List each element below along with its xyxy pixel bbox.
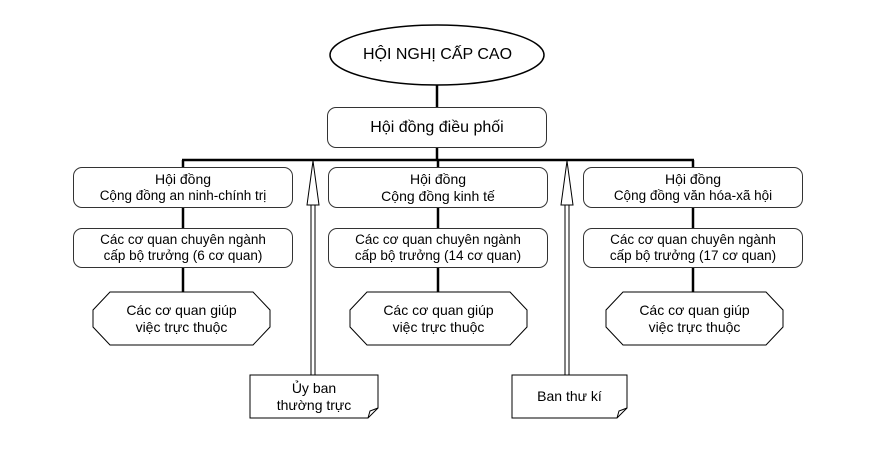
support-node: Các cơ quan giúp việc trực thuộc [93,292,270,345]
agencies-node: Các cơ quan chuyên ngành cấp bộ trưởng (… [328,228,548,268]
agencies-node: Các cơ quan chuyên ngành cấp bộ trưởng (… [73,228,293,268]
standing-committee-line: thường trực [276,396,352,413]
support-line: Các cơ quan giúp [383,301,494,318]
support-line: việc trực thuộc [135,318,228,335]
standing-committee-note [249,374,379,419]
support-node: Các cơ quan giúp việc trực thuộc [606,292,783,345]
arrow-secretariat [560,160,574,375]
standing-committee-node: Ủy ban thường trực [250,375,378,418]
coordinating-council-label: Hội đồng điều phối [370,118,504,136]
support-line: việc trực thuộc [392,318,485,335]
coordinating-council-node: Hội đồng điều phối [327,107,547,148]
support-line: Các cơ quan giúp [639,301,750,318]
arrow-standing-committee [306,160,320,375]
agencies-line: cấp bộ trưởng (6 cơ quan) [103,248,263,263]
standing-committee-line: Ủy ban [291,379,337,396]
council-title: Hội đồng [664,171,722,187]
council-name: Cộng đồng an ninh-chính trị [99,187,267,203]
council-node-political-security: Hội đồng Cộng đồng an ninh-chính trị [73,167,293,208]
summit-node: HỘI NGHỊ CẤP CAO [330,25,545,85]
agencies-line: Các cơ quan chuyên ngành [100,231,266,247]
council-title: Hội đồng [154,171,212,187]
agencies-line: cấp bộ trưởng (14 cơ quan) [354,248,522,263]
council-node-economic: Hội đồng Cộng đồng kinh tế [328,167,548,208]
secretariat-note [511,374,628,419]
agencies-node: Các cơ quan chuyên ngành cấp bộ trưởng (… [583,228,803,268]
support-line: Các cơ quan giúp [126,301,237,318]
council-name: Cộng đồng kinh tế [381,187,495,204]
council-name: Cộng đồng văn hóa-xã hội [613,187,773,203]
support-octagon [349,291,528,346]
summit-label: HỘI NGHỊ CẤP CAO [362,46,513,64]
agencies-line: Các cơ quan chuyên ngành [355,231,521,247]
agencies-line: Các cơ quan chuyên ngành [610,231,776,247]
agencies-line: cấp bộ trưởng (17 cơ quan) [609,248,777,263]
secretariat-node: Ban thư kí [512,375,627,418]
support-node: Các cơ quan giúp việc trực thuộc [350,292,527,345]
council-node-socio-cultural: Hội đồng Cộng đồng văn hóa-xã hội [583,167,803,208]
secretariat-label: Ban thư kí [537,388,602,405]
support-octagon [92,291,271,346]
support-octagon [605,291,784,346]
council-title: Hội đồng [409,170,467,187]
support-line: việc trực thuộc [648,318,741,335]
